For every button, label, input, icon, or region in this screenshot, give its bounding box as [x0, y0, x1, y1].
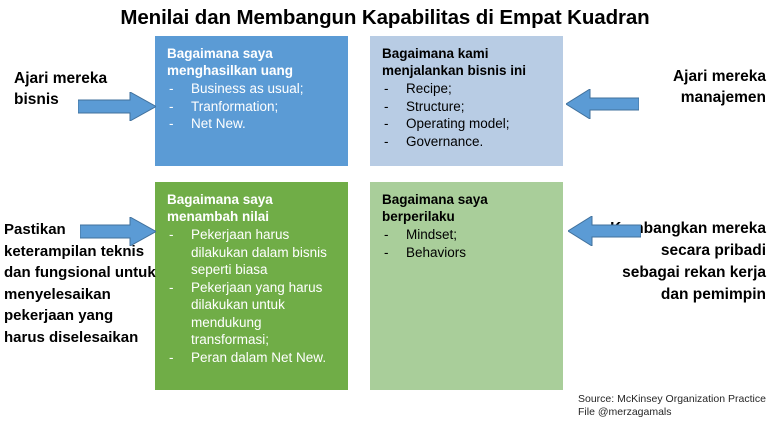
- label-teach-them-business: Ajari mereka bisnis: [14, 70, 108, 108]
- list-item: - Recipe;: [382, 80, 553, 98]
- source-note: Source: McKinsey Organization Practice F…: [578, 393, 768, 419]
- quadrant-top-left-heading: Bagaimana saya menghasilkan uang: [167, 46, 294, 78]
- list-item: - Structure;: [382, 98, 553, 116]
- list-item-label: Behaviors: [406, 244, 467, 260]
- bullet-dash: -: [169, 349, 174, 365]
- bullet-dash: -: [169, 116, 174, 131]
- label-teach-them-management: Ajari mereka manajemen: [672, 68, 766, 106]
- bullet-dash: -: [169, 227, 174, 242]
- quadrant-bottom-left-list: - Pekerjaan harus dilakukan dalam bisnis …: [167, 226, 338, 366]
- list-item-label: Business as usual;: [191, 81, 304, 96]
- list-item-label: Net New.: [191, 116, 246, 131]
- list-item-label: Mindset;: [406, 227, 458, 242]
- list-item: - Mindset;: [382, 226, 553, 244]
- bullet-dash: -: [169, 81, 174, 96]
- quadrant-top-left-list: - Business as usual; - Tranformation; - Net…: [167, 80, 338, 133]
- arrow-left-icon: [566, 89, 639, 119]
- list-item: - Peran dalam Net New.: [167, 349, 338, 367]
- list-item: - Pekerjaan harus dilakukan dalam bisnis …: [167, 226, 338, 279]
- quadrant-bottom-right-list: - Mindset; - Behaviors: [382, 226, 553, 261]
- bullet-dash: -: [384, 244, 389, 260]
- list-item-label: Governance.: [406, 133, 484, 149]
- bullet-dash: -: [169, 279, 174, 295]
- list-item: - Tranformation;: [167, 98, 338, 116]
- list-item-label: Operating model;: [406, 116, 510, 131]
- arrow-left-icon: [568, 216, 641, 246]
- label-develop-them-personally: Kembangkan mereka secara pribadi sebagai…: [610, 220, 766, 303]
- bullet-dash: -: [384, 116, 389, 131]
- list-item-label: Recipe;: [406, 81, 452, 96]
- bullet-dash: -: [384, 133, 389, 149]
- quadrant-top-right: Bagaimana kami menjalankan bisnis ini - R…: [370, 36, 563, 166]
- quadrant-top-right-heading: Bagaimana kami menjalankan bisnis ini: [382, 46, 527, 78]
- quadrant-top-right-list: - Recipe; - Structure; - Operating model; -…: [382, 80, 553, 150]
- quadrant-bottom-right: Bagaimana saya berperilaku - Mindset; - Be…: [370, 182, 563, 390]
- source-line-2: File @merzagamals: [578, 406, 672, 418]
- arrow-right-icon: [78, 92, 156, 121]
- list-item-label: Tranformation;: [191, 98, 279, 114]
- quadrant-bottom-left: Bagaimana saya menambah nilai - Pekerjaan…: [155, 182, 348, 390]
- list-item-label: Structure;: [406, 98, 465, 114]
- list-item: - Business as usual;: [167, 80, 338, 98]
- page-title: Menilai dan Membangun Kapabilitas di Emp…: [120, 6, 650, 29]
- quadrant-bottom-left-heading: Bagaimana saya menambah nilai: [167, 192, 273, 224]
- list-item: - Pekerjaan yang harus dilakukan untuk me…: [167, 279, 338, 349]
- arrow-right-icon: [80, 217, 156, 246]
- label-ensure-technical-skills: Pastikan keterampilan teknis dan fungsio…: [4, 221, 156, 346]
- list-item: - Governance.: [382, 133, 553, 151]
- list-item: - Operating model;: [382, 115, 553, 133]
- list-item-label: Pekerjaan harus dilakukan dalam bisnis s…: [191, 227, 327, 277]
- bullet-dash: -: [169, 98, 174, 114]
- quadrant-top-left: Bagaimana saya menghasilkan uang - Busine…: [155, 36, 348, 166]
- list-item-label: Peran dalam Net New.: [191, 349, 327, 365]
- quadrant-bottom-right-heading: Bagaimana saya berperilaku: [382, 192, 488, 224]
- bullet-dash: -: [384, 227, 389, 242]
- list-item: - Behaviors: [382, 244, 553, 262]
- list-item-label: Pekerjaan yang harus dilakukan untuk men…: [191, 279, 323, 348]
- source-line-1: Source: McKinsey Organization Practice: [578, 393, 766, 405]
- bullet-dash: -: [384, 81, 389, 96]
- list-item: - Net New.: [167, 115, 338, 133]
- bullet-dash: -: [384, 98, 389, 114]
